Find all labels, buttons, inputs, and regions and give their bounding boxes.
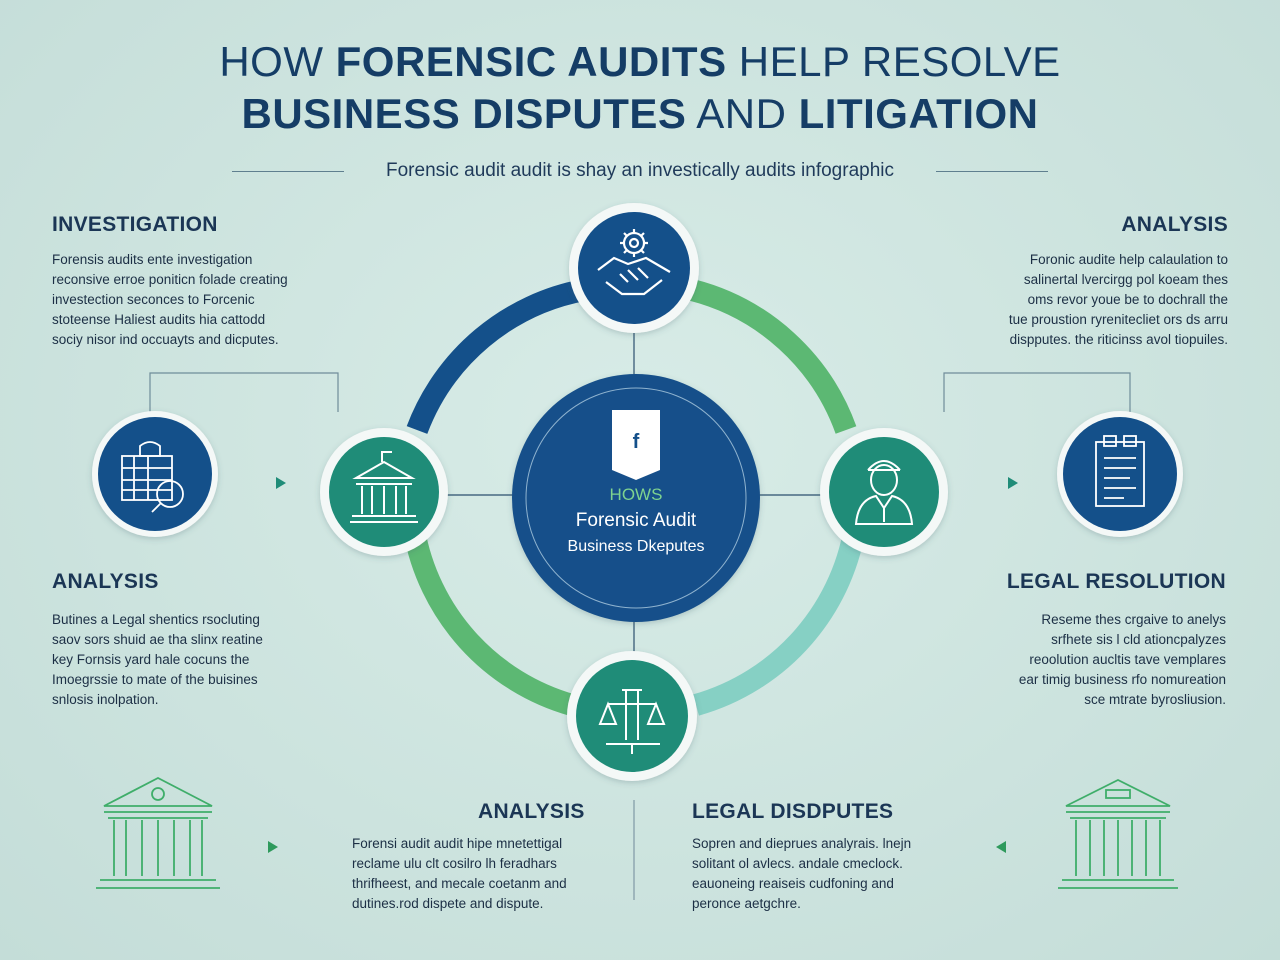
node-far-left	[92, 411, 218, 537]
title-line-2-segment: BUSINESS DISPUTES	[241, 90, 687, 137]
analysis-bottom-text: Forensi audit audit hipe mnetettigal rec…	[352, 836, 567, 911]
process-ring	[403, 279, 867, 716]
shield-badge-icon	[612, 410, 660, 480]
court-building-right	[1058, 778, 1178, 889]
legal-resolution-text: Reseme thes crgaive to anelys srfhete si…	[1018, 612, 1226, 707]
arrowheads	[268, 477, 1018, 853]
node-right	[820, 428, 948, 556]
court-building-left	[96, 776, 220, 889]
subtitle-rule-left	[232, 171, 344, 172]
arrow-left-icon	[996, 841, 1006, 853]
legal-resolution-heading: LEGAL RESOLUTION	[1006, 570, 1226, 593]
analysis-right-heading: ANALYSIS	[1121, 213, 1228, 236]
legal-disputes-heading: LEGAL DISDPUTES	[692, 800, 894, 823]
center-line-2: Forensic Audit	[576, 510, 697, 531]
arrow-right-icon	[276, 477, 286, 489]
analysis-left-text: Butines a Legal shentics rsocluting saov…	[52, 612, 263, 707]
courthouse-icon	[350, 451, 418, 523]
analysis-right-text: Foronic audite help calaulation to salin…	[1008, 252, 1228, 347]
arrow-right-icon	[268, 841, 278, 853]
ring-arc-navy	[406, 279, 587, 434]
analysis-bottom-heading: ANALYSIS	[478, 800, 585, 823]
center-line-3: Business Dkeputes	[568, 538, 705, 555]
handshake-gear-icon	[597, 229, 671, 296]
scales-of-justice-icon	[598, 689, 666, 754]
title-line-2-segment: LITIGATION	[798, 90, 1039, 137]
node-far-right	[1057, 411, 1183, 537]
ring-arc-green-top	[689, 279, 857, 434]
subtitle: Forensic audit audit is shay an investic…	[386, 160, 894, 181]
node-left	[320, 428, 448, 556]
center-line-1: HOWS	[610, 485, 663, 504]
node-bottom	[567, 651, 697, 781]
audit-report-icon	[1095, 435, 1145, 507]
title-line-1-segment: HOW	[219, 38, 336, 85]
investigation-heading: INVESTIGATION	[52, 213, 218, 236]
title-line-1-segment: FORENSIC AUDITS	[335, 38, 727, 85]
analysis-left-heading: ANALYSIS	[52, 570, 159, 593]
lawyer-icon	[854, 460, 914, 525]
ledger-magnifier-icon	[121, 441, 184, 513]
legal-disputes-text: Sopren and dieprues analyrais. lnejn sol…	[692, 836, 912, 911]
title-line-2: BUSINESS DISPUTES AND LITIGATION	[0, 90, 1280, 138]
title-line-2-segment: AND	[686, 90, 799, 137]
node-top	[569, 203, 699, 333]
title-line-1-segment: HELP RESOLVE	[726, 38, 1061, 85]
ring-arc-mint	[692, 518, 867, 716]
center-hub: f HOWS Forensic Audit Business Dkeputes	[512, 374, 760, 622]
title-line-1: HOW FORENSIC AUDITS HELP RESOLVE	[0, 38, 1280, 86]
subtitle-rule-right	[936, 171, 1048, 172]
ring-arc-green-bottom	[403, 528, 576, 716]
center-badge-letter: f	[633, 431, 640, 453]
investigation-text: Forensis audits ente investigation recon…	[52, 252, 288, 347]
arrow-right-icon	[1008, 477, 1018, 489]
